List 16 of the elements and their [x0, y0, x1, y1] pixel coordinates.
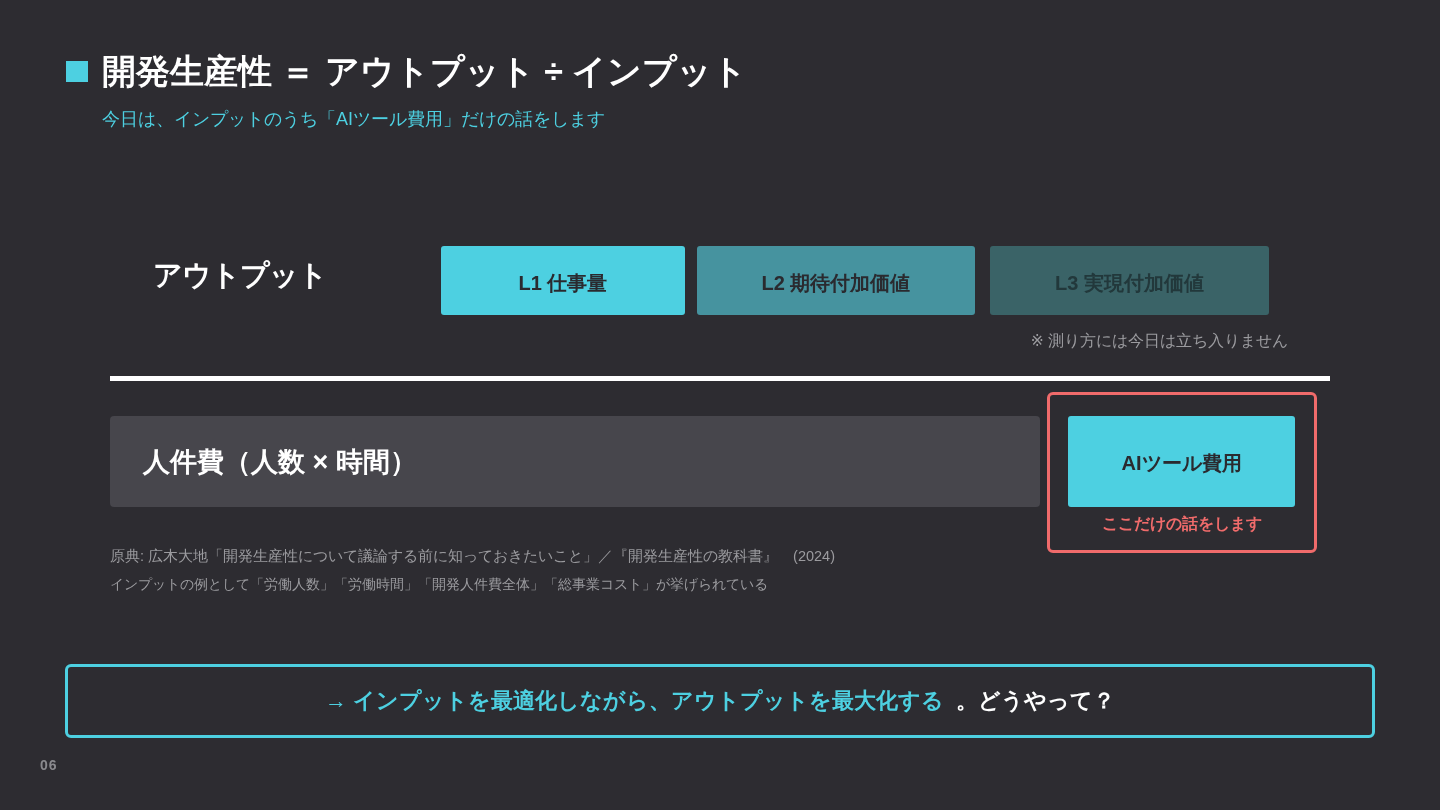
cost-bar: 人件費（人数 × 時間）	[110, 416, 1040, 507]
subtitle: 今日は、インプットのうち「AIツール費用」だけの話をします	[102, 108, 605, 131]
question-text: 。どうやって？	[956, 687, 1116, 715]
page-number: 06	[40, 756, 58, 775]
slide-title: 開発生産性 ＝ アウトプット ÷ インプット	[102, 51, 748, 92]
source-citation: 原典: 広木大地「開発生産性について議論する前に知っておきたいこと」／『開発生産性の教科書』 (2024)	[110, 547, 835, 566]
highlight-frame	[1047, 392, 1317, 553]
footnote: インプットの例として「労働人数」「労働時間」「開発人件費全体」「総事業コスト」が挙げられている	[110, 576, 768, 594]
level-box: L1 仕事量	[441, 246, 685, 315]
cost-box: AIツール費用	[1068, 416, 1295, 507]
callout-text: ここだけの話をします	[1101, 514, 1263, 534]
note-text: ※ 測り方には今日は立ち入りません	[1030, 331, 1288, 351]
level-box: L2 期待付加価値	[697, 246, 975, 315]
conclusion-text: → インプットを最適化しながら、アウトプットを最大化する	[324, 687, 945, 715]
row-heading: アウトプット	[153, 258, 327, 293]
conclusion-box	[65, 664, 1375, 738]
